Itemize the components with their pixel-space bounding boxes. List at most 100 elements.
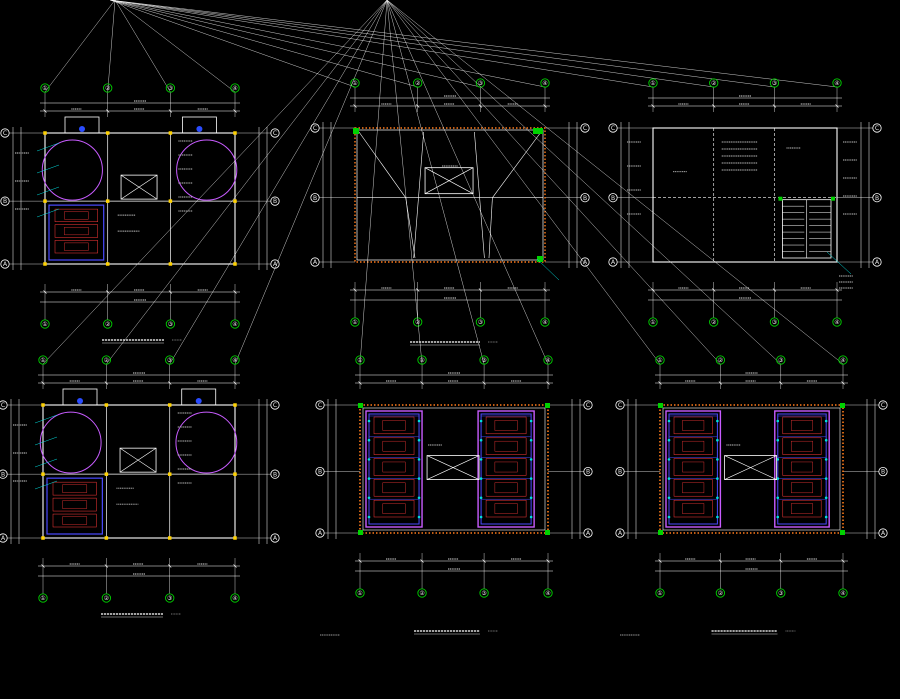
axis-bubble-icon xyxy=(709,78,719,88)
axis-label: B xyxy=(875,195,879,202)
square-column-icon xyxy=(41,536,45,540)
car-body xyxy=(485,437,527,455)
square-column-icon xyxy=(233,199,237,203)
square-column-icon xyxy=(233,403,237,407)
axis-bubble-icon xyxy=(165,83,176,93)
axis-label-top: ② xyxy=(415,80,421,87)
axis-label-top: ④ xyxy=(232,85,237,92)
car-body xyxy=(782,416,822,435)
axis-bubble-icon xyxy=(608,193,618,203)
parking-bay-inner xyxy=(368,413,420,525)
parking-bay-inner xyxy=(777,413,827,525)
dimension-tick xyxy=(358,559,362,563)
axis-label: B xyxy=(1,471,5,478)
axis-label-bottom: ② xyxy=(711,319,717,326)
crossed-box-icon xyxy=(120,174,158,200)
dimension-tick xyxy=(478,288,483,292)
axis-label: B xyxy=(586,469,590,476)
dimension-tick xyxy=(772,104,777,108)
axis-bubble-icon xyxy=(165,593,175,603)
car-body xyxy=(673,437,713,455)
leader-line xyxy=(826,251,852,275)
sprinkler-icon xyxy=(417,438,421,442)
sprinkler-icon xyxy=(479,438,483,442)
sprinkler-icon xyxy=(529,496,533,500)
stair-marker-icon xyxy=(778,196,783,201)
roof-slope-line xyxy=(358,131,406,198)
sprinkler-icon xyxy=(667,419,671,423)
dimension-tick xyxy=(658,559,662,563)
axis-bubble-icon xyxy=(417,588,427,598)
axis-label: B xyxy=(611,195,615,202)
axis-label: B xyxy=(618,469,622,476)
car-body xyxy=(485,479,527,497)
dimension-tick xyxy=(415,288,420,292)
car-roof xyxy=(382,503,406,514)
axis-label-bottom: ③ xyxy=(167,595,172,602)
sprinkler-icon xyxy=(824,438,828,442)
axis-bubble-icon xyxy=(648,317,658,327)
parking-bay xyxy=(665,410,722,528)
axis-bubble-icon xyxy=(0,196,10,206)
car-body xyxy=(373,499,415,518)
axis-label: A xyxy=(273,261,278,268)
axis-label: A xyxy=(1,535,6,542)
axis-extension xyxy=(234,0,388,365)
square-column-icon xyxy=(104,403,109,407)
axis-bubble-icon xyxy=(540,78,550,88)
pump-icon xyxy=(196,126,203,132)
axis-bubble-icon xyxy=(475,78,486,88)
sprinkler-icon xyxy=(529,477,533,480)
corner-marker-icon xyxy=(358,403,363,408)
axis-label: A xyxy=(273,535,278,542)
axis-bubble-icon xyxy=(583,528,593,538)
axis-bubble-icon xyxy=(315,466,325,477)
axis-extension xyxy=(386,0,549,365)
axis-label-bottom: ④ xyxy=(232,321,237,328)
roof-boundary xyxy=(354,127,546,263)
parked-car-icon xyxy=(782,437,822,455)
sprinkler-icon xyxy=(479,515,483,519)
dimension-tick xyxy=(482,381,486,385)
parking-bay-outline xyxy=(365,410,423,528)
sprinkler-icon xyxy=(529,438,533,442)
dimension-tick xyxy=(835,104,839,108)
axis-label: A xyxy=(318,530,323,537)
axis-label: B xyxy=(583,195,587,202)
parking-bay-inner xyxy=(668,413,718,525)
car-roof xyxy=(791,503,813,514)
axis-extension xyxy=(109,0,418,88)
axis-bubble-icon xyxy=(655,355,665,365)
dimension-tick xyxy=(43,109,47,113)
car-roof xyxy=(791,420,813,431)
axis-label-bottom: ④ xyxy=(545,590,550,597)
axis-label-bottom: ② xyxy=(104,595,110,602)
axis-bubble-icon xyxy=(315,528,325,538)
axis-label-top: ① xyxy=(42,85,47,92)
axis-bubble-icon xyxy=(0,533,8,543)
axis-label: C xyxy=(875,125,879,132)
axis-bubble-icon xyxy=(709,317,719,327)
circular-tank-icon xyxy=(176,139,238,201)
dimension-tick xyxy=(718,381,723,385)
parked-car-icon xyxy=(485,416,527,435)
axis-bubble-icon xyxy=(413,78,423,88)
axis-bubble-icon xyxy=(872,257,882,267)
car-roof xyxy=(382,482,406,494)
shaft-diagonal xyxy=(119,447,157,473)
axis-label-top: ④ xyxy=(542,80,547,87)
car-body xyxy=(485,458,527,476)
elevator-shaft-outline xyxy=(120,174,158,200)
axis-bubble-icon xyxy=(648,78,658,88)
axis-extension xyxy=(107,0,116,93)
car-roof xyxy=(791,461,813,473)
building-outline xyxy=(42,404,236,539)
car-body xyxy=(54,208,98,222)
axis-extension xyxy=(42,0,388,365)
axis-bubble-icon xyxy=(355,355,365,365)
axis-label: A xyxy=(583,259,588,266)
square-column-icon xyxy=(233,262,237,266)
